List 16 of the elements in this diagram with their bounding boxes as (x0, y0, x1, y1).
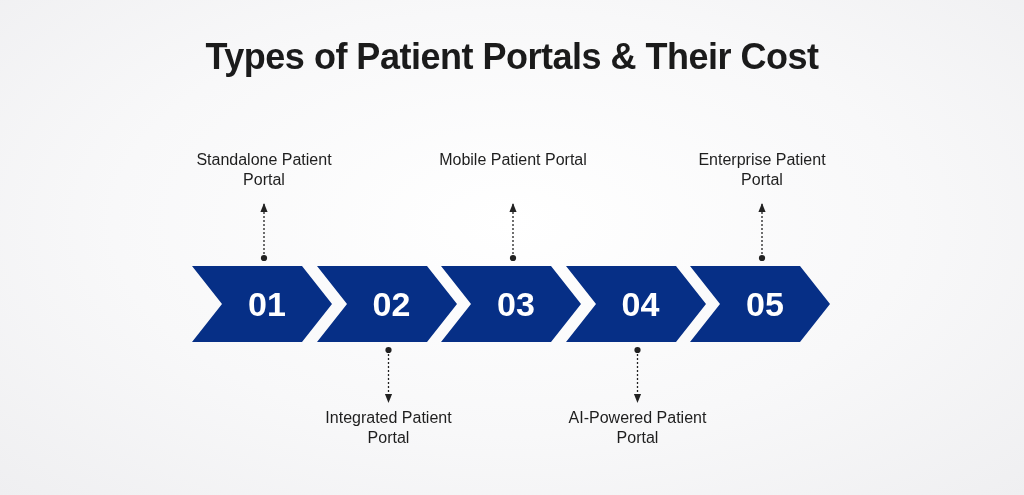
step-label: Mobile Patient Portal (433, 150, 593, 170)
step-label: Enterprise Patient Portal (682, 150, 842, 190)
dotted-arrow (384, 346, 393, 403)
dotted-arrow (758, 203, 766, 262)
dotted-arrow (260, 203, 268, 262)
chevron-step: 04 (565, 266, 706, 342)
step-label: Integrated Patient Portal (308, 408, 469, 448)
dotted-arrow (509, 203, 517, 262)
dotted-arrow (633, 346, 642, 403)
title: Types of Patient Portals & Their Cost (204, 36, 820, 78)
step-label: AI-Powered Patient Portal (557, 408, 718, 448)
chevron-step: 03 (441, 266, 581, 342)
chevron-step: 02 (316, 266, 457, 342)
step-label: Standalone Patient Portal (184, 150, 344, 190)
chevron-step: 01 (192, 266, 332, 342)
chevron-step: 05 (690, 266, 830, 342)
